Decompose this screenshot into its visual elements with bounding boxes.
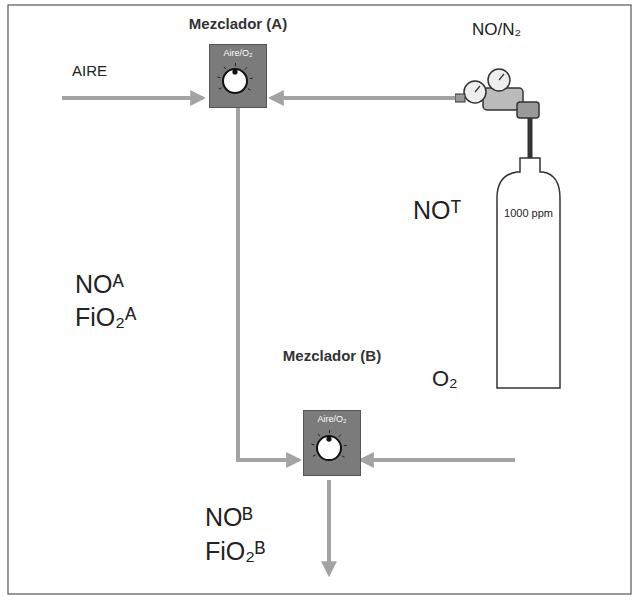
dial-pointer [326, 437, 331, 442]
mixer-scale-label: Aire/O₂ [304, 414, 360, 424]
regulator-valve [517, 102, 539, 118]
flow-arrow [238, 108, 299, 460]
dial-pointer [232, 69, 237, 74]
inlet-label: AIRE [72, 62, 107, 79]
oxygen-fraction-symbol: FiO₂ᴬ [75, 303, 136, 332]
mixer-title: Mezclador (A) [189, 15, 287, 32]
dial-tick [224, 67, 226, 69]
gas-cylinder [455, 58, 565, 390]
dial-tick [250, 78, 253, 79]
pressure-gauge [464, 81, 486, 103]
dial-tick [313, 455, 316, 456]
dial-tick [311, 444, 314, 446]
gas-name: NO/N₂ [472, 20, 521, 40]
concentration-label: 1000 ppm [499, 206, 558, 221]
air-inlet-arrow [62, 96, 203, 100]
flow-arrow [271, 96, 455, 100]
dial-face [317, 436, 341, 460]
mixer-box: Mezclador (B)Aire/O₂ [303, 410, 361, 476]
dial-tick [219, 88, 222, 89]
dial-tick [248, 89, 251, 91]
dial-tick [217, 77, 220, 79]
mixer-title: Mezclador (B) [283, 347, 381, 364]
dial-face [223, 69, 247, 93]
dial-tick [245, 67, 247, 69]
dial-tick [339, 435, 341, 437]
outlet-port [455, 94, 465, 102]
frame [8, 5, 631, 594]
outlet-arrow [327, 480, 331, 574]
mixer-scale-label: Aire/O₂ [210, 48, 266, 58]
dial-tick [342, 456, 345, 458]
concentration-symbol: NOᵀ [413, 196, 461, 225]
dial-tick [235, 63, 236, 66]
oxygen-fraction-symbol: FiO₂ᴮ [205, 537, 265, 566]
concentration-symbol: NOᴮ [205, 503, 253, 532]
dial-tick [344, 445, 347, 446]
inlet-label: O₂ [432, 366, 458, 392]
gauge-needle [499, 74, 504, 80]
mixer-box: Mezclador (A)Aire/O₂ [209, 44, 267, 108]
oxygen-inlet-arrow [361, 458, 515, 462]
dial-tick [318, 434, 320, 436]
gas-cylinder-node: 1000 ppm [455, 58, 565, 390]
dial-tick [329, 430, 330, 433]
gauge-needle [475, 86, 480, 92]
cylinder-body [497, 158, 560, 388]
concentration-symbol: NOᴬ [75, 270, 124, 299]
valve-stem [528, 118, 533, 158]
pressure-gauge [488, 69, 510, 91]
